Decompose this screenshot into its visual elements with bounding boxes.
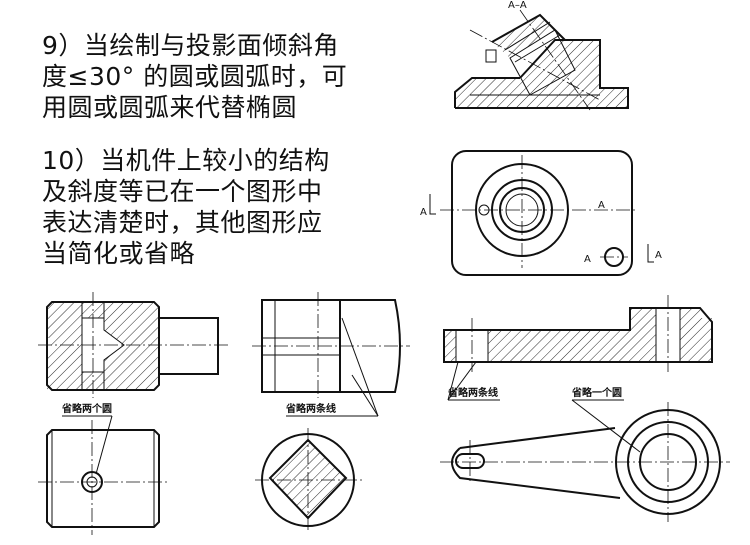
rule-9-line-3: 用圆或圆弧来代替椭圆 <box>42 93 298 122</box>
rule-9-line-2: 度≤30° 的圆或圆弧时，可 <box>42 62 348 91</box>
rule-10-line-2: 及斜度等已在一个图形中 <box>42 177 323 206</box>
rule-10-line-3: 表达清楚时，其他图形应 <box>42 208 323 237</box>
shaft-section-drawing <box>38 292 228 398</box>
rule-9-line-1: 9）当绘制与投影面倾斜角 <box>42 31 339 60</box>
slotted-shaft-drawing: 省略两条线 <box>252 292 410 532</box>
plan-label-a-center: A <box>598 200 605 211</box>
rule-10-line-4: 当简化或省略 <box>42 239 196 268</box>
rule-10-line-1: 10）当机件上较小的结构 <box>42 146 330 175</box>
plan-view-drawing: A A A A <box>420 150 662 276</box>
lever-plan-drawing <box>440 402 730 522</box>
section-a-a-drawing: A–A <box>454 0 629 111</box>
plan-label-a-right: A <box>655 250 662 261</box>
rule-9-paragraph: 9）当绘制与投影面倾斜角 度≤30° 的圆或圆弧时，可 用圆或圆弧来代替椭圆 <box>42 30 347 123</box>
note-omit-two-lines-middle: 省略两条线 <box>285 402 336 415</box>
section-label: A–A <box>508 0 527 11</box>
shaft-view-drawing: 省略两个圆 <box>38 402 168 535</box>
note-omit-two-lines-right: 省略两条线 <box>447 386 498 399</box>
note-omit-one-circle: 省略一个圆 <box>571 386 622 399</box>
rule-10-paragraph: 10）当机件上较小的结构 及斜度等已在一个图形中 表达清楚时，其他图形应 当简化… <box>42 145 330 269</box>
plan-label-a-left: A <box>420 207 427 218</box>
plan-label-a-lower: A <box>584 254 591 265</box>
note-omit-two-circles: 省略两个圆 <box>61 402 112 415</box>
lever-section-drawing: 省略两条线 省略一个圆 <box>443 295 713 453</box>
